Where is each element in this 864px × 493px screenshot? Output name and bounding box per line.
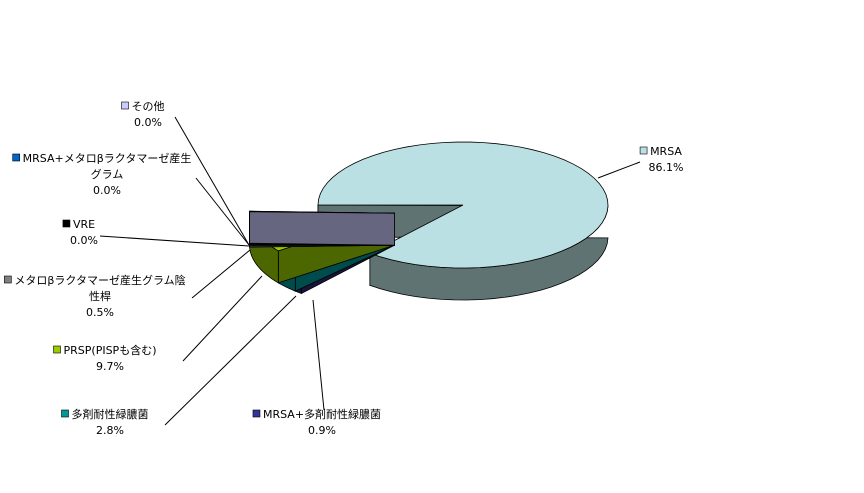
data-labels: MRSA 86.1% MRSA+多剤耐性緑膿菌 0.9% 多剤耐性緑膿菌 2.8% PRSP… xyxy=(4,100,683,437)
leader-line xyxy=(312,299,325,411)
pie-slices xyxy=(249,141,609,301)
slice-value: 0.0% xyxy=(70,234,98,247)
slice-name-cont: グラム xyxy=(91,167,124,181)
leader-line xyxy=(182,275,263,362)
legend-key-icon xyxy=(639,146,648,155)
slice-label: その他 0.0% xyxy=(121,100,250,246)
slice-name-cont: 性桿 xyxy=(89,289,111,303)
slice-top xyxy=(249,210,395,214)
slice-cut-face xyxy=(249,210,395,246)
slice-value: 9.7% xyxy=(96,360,124,373)
legend-key-icon xyxy=(252,409,261,418)
slice-top xyxy=(317,141,609,269)
slice-name: 多剤耐性緑膿菌 xyxy=(72,407,149,421)
slice-label: MRSA+メタロβラクタマーゼ産生グラム 0.0% xyxy=(12,151,250,246)
legend-key-icon xyxy=(4,275,12,284)
legend-key-icon xyxy=(53,345,61,354)
pie-slice xyxy=(249,210,395,246)
slice-value: 0.0% xyxy=(93,184,121,197)
slice-label: VRE 0.0% xyxy=(62,218,250,247)
slice-label: MRSA+多剤耐性緑膿菌 0.9% xyxy=(252,299,381,437)
slice-value: 2.8% xyxy=(96,424,124,437)
slice-label: MRSA 86.1% xyxy=(597,145,684,179)
slice-label: PRSP(PISPも含む) 9.7% xyxy=(53,275,263,373)
legend-key-icon xyxy=(121,101,129,110)
leader-line xyxy=(597,161,641,179)
slice-name: PRSP(PISPも含む) xyxy=(64,343,157,357)
leader-line xyxy=(164,295,297,426)
legend-key-icon xyxy=(61,409,69,418)
slice-name: MRSA+多剤耐性緑膿菌 xyxy=(263,407,381,421)
leader-line xyxy=(99,235,250,247)
slice-value: 86.1% xyxy=(649,161,684,174)
legend-key-icon xyxy=(12,153,20,162)
leader-line xyxy=(174,116,250,246)
slice-label: 多剤耐性緑膿菌 2.8% xyxy=(61,295,297,437)
slice-name: メタロβラクタマーゼ産生グラム陰 xyxy=(14,273,185,287)
slice-name: VRE xyxy=(73,218,95,231)
slice-name: MRSA xyxy=(650,145,682,158)
slice-value: 0.9% xyxy=(308,424,336,437)
slice-value: 0.5% xyxy=(86,306,114,319)
slice-name: その他 xyxy=(132,100,165,113)
slice-name: MRSA+メタロβラクタマーゼ産生 xyxy=(23,151,192,165)
leader-line xyxy=(195,177,250,246)
legend-key-icon xyxy=(62,219,71,228)
slice-value: 0.0% xyxy=(134,116,162,129)
leader-line xyxy=(191,249,251,299)
